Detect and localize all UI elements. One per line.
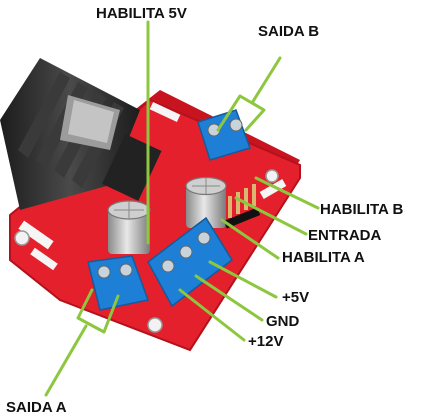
label-saida-a: SAIDA A xyxy=(6,400,67,416)
capacitor-left xyxy=(108,201,150,254)
label-saida-b: SAIDA B xyxy=(258,24,319,40)
label-plus-5v: +5V xyxy=(282,290,309,306)
label-gnd: GND xyxy=(266,314,299,330)
label-entrada: ENTRADA xyxy=(308,228,381,244)
label-plus-12v: +12V xyxy=(248,334,283,350)
label-habilita-a: HABILITA A xyxy=(282,250,365,266)
label-habilita-5v: HABILITA 5V xyxy=(96,6,187,22)
label-habilita-b: HABILITA B xyxy=(320,202,403,218)
